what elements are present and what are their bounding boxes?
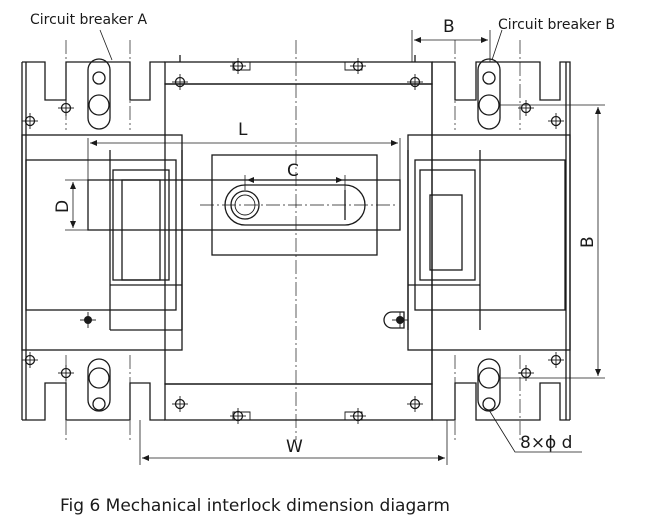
- interlock-plate: [164, 55, 433, 421]
- dim-label-b-top: B: [443, 17, 455, 37]
- screws: [22, 58, 564, 424]
- dim-label-b-side: B: [578, 236, 598, 248]
- figure-caption: Fig 6 Mechanical interlock dimension dia…: [60, 496, 450, 516]
- label-breaker-b: Circuit breaker B: [498, 17, 615, 33]
- dim-label-c: C: [287, 161, 299, 181]
- mounting-holes-a: [87, 58, 111, 412]
- label-breaker-a: Circuit breaker A: [30, 12, 147, 28]
- centerlines: [65, 40, 521, 440]
- dimension-lines: [65, 29, 605, 465]
- dim-label-d: D: [53, 200, 73, 213]
- breaker-a-body: [21, 61, 183, 421]
- mounting-holes-b: [477, 58, 501, 412]
- dim-label-holes: 8×ϕ d: [520, 433, 572, 453]
- breaker-b-body: [407, 61, 571, 421]
- dim-label-w: W: [286, 437, 303, 457]
- dim-label-l: L: [238, 120, 248, 140]
